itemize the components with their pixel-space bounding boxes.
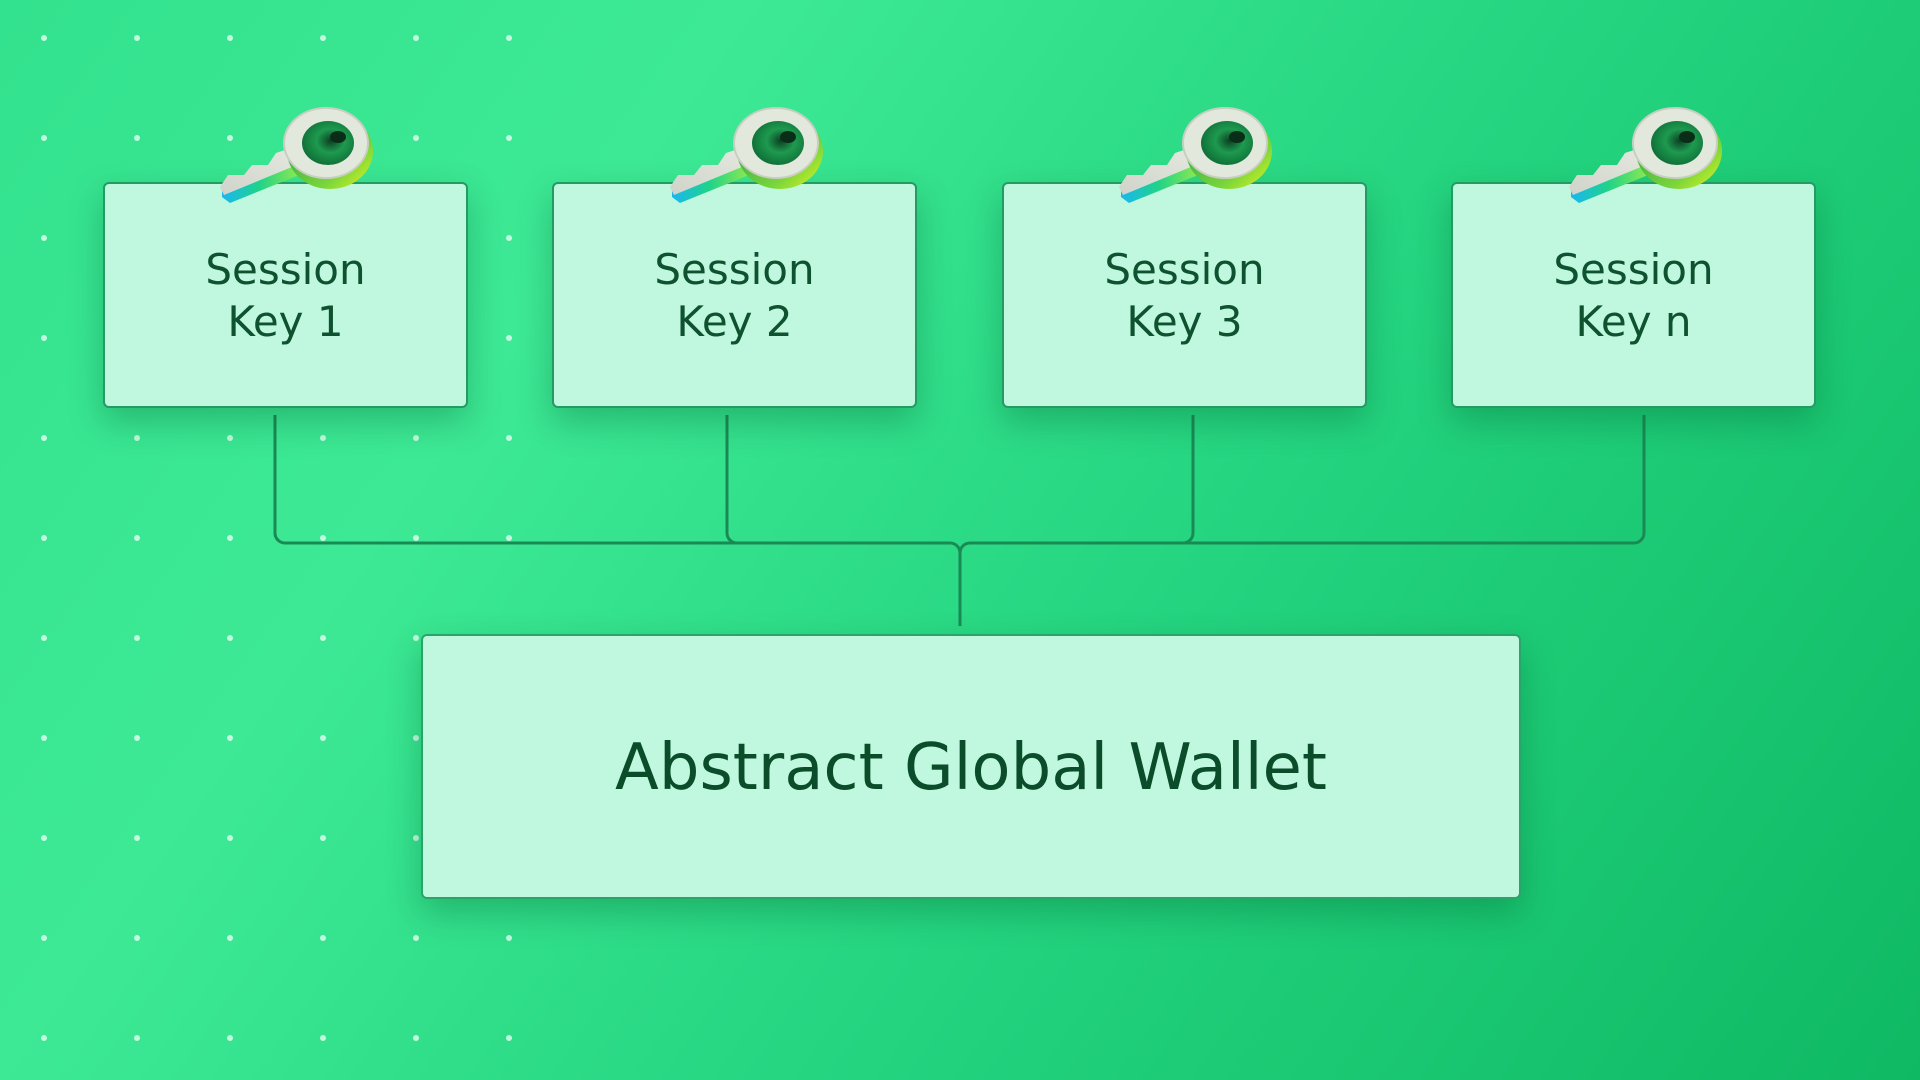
grid-dot — [506, 235, 512, 241]
grid-dot — [227, 835, 233, 841]
connector-key-n — [970, 415, 1646, 545]
grid-dot — [320, 535, 326, 541]
grid-dot — [413, 835, 419, 841]
key-icon — [219, 107, 374, 204]
grid-dot — [134, 435, 140, 441]
grid-dot — [413, 35, 419, 41]
grid-dot — [320, 1035, 326, 1041]
grid-dot — [227, 735, 233, 741]
grid-dot — [41, 735, 47, 741]
key-icon — [1118, 107, 1273, 204]
grid-dot — [506, 135, 512, 141]
grid-dot — [134, 1035, 140, 1041]
session-key-1-line2: Key 1 — [227, 297, 344, 346]
connector-key-2 — [725, 415, 738, 545]
grid-dot — [227, 135, 233, 141]
grid-dot — [413, 1035, 419, 1041]
grid-dot — [134, 935, 140, 941]
session-key-label-n: Session Key n — [1453, 244, 1814, 348]
key-icon — [1568, 107, 1723, 204]
grid-dot — [41, 235, 47, 241]
grid-dot — [320, 635, 326, 641]
grid-dot — [413, 635, 419, 641]
grid-dot — [506, 435, 512, 441]
grid-dot — [134, 35, 140, 41]
session-key-card-3: Session Key 3 — [1002, 182, 1367, 408]
session-key-2-line1: Session — [654, 245, 815, 294]
grid-dot — [506, 535, 512, 541]
grid-dot — [506, 935, 512, 941]
grid-dot — [320, 435, 326, 441]
grid-dot — [41, 835, 47, 841]
grid-dot — [227, 535, 233, 541]
grid-dot — [134, 635, 140, 641]
grid-dot — [41, 435, 47, 441]
wallet-label: Abstract Global Wallet — [615, 731, 1327, 805]
grid-dot — [413, 535, 419, 541]
grid-dot — [320, 735, 326, 741]
grid-dot — [41, 535, 47, 541]
session-key-card-2: Session Key 2 — [552, 182, 917, 408]
grid-dot — [413, 435, 419, 441]
grid-dot — [227, 1035, 233, 1041]
grid-dot — [41, 35, 47, 41]
grid-dot — [134, 835, 140, 841]
connector-wallet — [949, 541, 971, 626]
grid-dot — [506, 1035, 512, 1041]
abstract-global-wallet-card: Abstract Global Wallet — [421, 634, 1521, 899]
session-key-card-n: Session Key n — [1451, 182, 1816, 408]
session-key-3-line1: Session — [1104, 245, 1265, 294]
session-key-label-1: Session Key 1 — [105, 244, 466, 348]
grid-dot — [227, 635, 233, 641]
grid-dot — [320, 935, 326, 941]
grid-dot — [41, 135, 47, 141]
grid-dot — [413, 935, 419, 941]
session-key-n-line2: Key n — [1575, 297, 1692, 346]
key-icon — [669, 107, 824, 204]
grid-dot — [41, 935, 47, 941]
grid-dot — [41, 335, 47, 341]
session-key-label-2: Session Key 2 — [554, 244, 915, 348]
session-key-1-line1: Session — [205, 245, 366, 294]
grid-dot — [320, 35, 326, 41]
grid-dot — [41, 635, 47, 641]
grid-dot — [227, 935, 233, 941]
grid-dot — [227, 435, 233, 441]
grid-dot — [134, 535, 140, 541]
grid-dot — [41, 1035, 47, 1041]
grid-dot — [134, 135, 140, 141]
grid-dot — [506, 335, 512, 341]
session-key-card-1: Session Key 1 — [103, 182, 468, 408]
grid-dot — [413, 135, 419, 141]
session-key-3-line2: Key 3 — [1126, 297, 1243, 346]
grid-dot — [134, 735, 140, 741]
session-key-n-line1: Session — [1553, 245, 1714, 294]
connector-key-1 — [273, 415, 950, 545]
connector-key-3 — [1182, 415, 1195, 545]
grid-dot — [320, 835, 326, 841]
grid-dot — [413, 735, 419, 741]
session-key-label-3: Session Key 3 — [1004, 244, 1365, 348]
session-key-2-line2: Key 2 — [676, 297, 793, 346]
grid-dot — [506, 35, 512, 41]
grid-dot — [227, 35, 233, 41]
